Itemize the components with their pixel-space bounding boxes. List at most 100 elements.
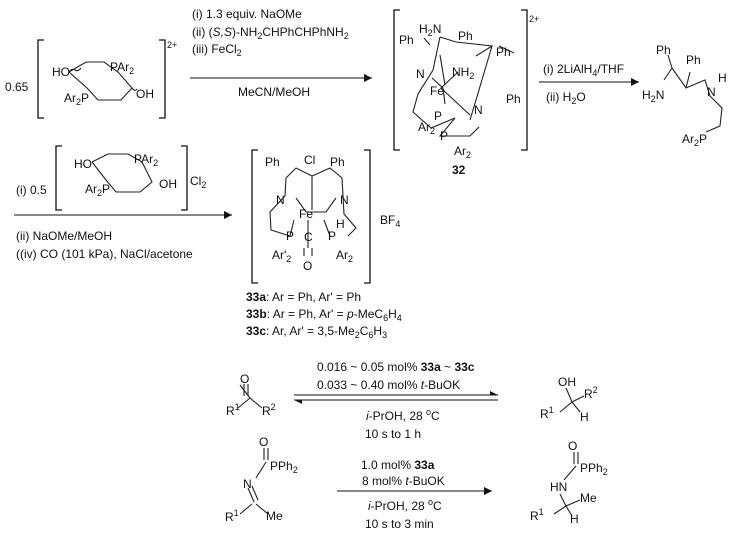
ho-group-2: HO — [74, 157, 92, 171]
alcohol-r1: R1 — [540, 405, 554, 421]
reduced-aminophosphine — [663, 54, 723, 133]
bracket-row2-left — [55, 145, 62, 211]
ar2p-group-2: Ar2P — [85, 182, 110, 198]
chloro-33: Cl — [304, 153, 315, 167]
diphosphine-diol-ring-2 — [91, 153, 153, 193]
condition-fecl2: (iii) FeCl2 — [192, 42, 242, 58]
complex-33-bonds — [269, 167, 357, 256]
par2-group-2: PAr2 — [134, 152, 158, 168]
phosphinamide-product — [553, 452, 581, 517]
h-amine: H — [718, 71, 727, 85]
diphosphine-diol-ring — [68, 61, 138, 101]
condition-time-2: 10 s to 3 min — [365, 517, 434, 531]
arrowhead-2 — [631, 78, 639, 86]
condition-naome: (i) 1.3 equiv. NaOMe — [192, 7, 302, 21]
right-bracket — [159, 39, 166, 119]
amide-pph2: PPh2 — [580, 461, 608, 477]
ar2p-amine: Ar2P — [682, 132, 707, 148]
carbonyl-o-33: O — [303, 259, 312, 273]
phenyl-amine-b: Ph — [686, 53, 701, 67]
ar2prime-33-a: Ar'2 — [272, 248, 291, 264]
condition-base-loading: 0.033 ~ 0.40 mol% t-BuOK — [317, 378, 460, 392]
complex-32-charge: 2+ — [529, 14, 539, 24]
arrowhead-5 — [484, 487, 492, 495]
imine-pph2: PPh2 — [270, 459, 298, 475]
bracket-33-left — [251, 149, 258, 284]
reverse-arrowhead-4 — [294, 400, 302, 404]
phenyl-33-b: Ph — [330, 155, 345, 169]
phosphorus-32-b: P — [440, 129, 448, 143]
label-33c: 33c: Ar, Ar' = 3,5-Me2C6H3 — [246, 324, 387, 340]
alcohol-product — [559, 387, 585, 413]
ar2-32-a: Ar2 — [418, 120, 435, 136]
compound-label-32: 32 — [452, 163, 466, 177]
counter-bf4: BF4 — [380, 213, 400, 229]
alcohol-r2: R2 — [584, 385, 598, 401]
condition-0-5: (i) 0.5 — [16, 183, 47, 197]
phenyl-32-c: Ph — [496, 45, 511, 59]
imine-n-32-b: N — [474, 103, 483, 117]
imine-n-32: N — [416, 67, 425, 81]
imine-o: O — [259, 435, 268, 449]
phosphorus-33-a: P — [286, 229, 294, 243]
ketone-oxygen: O — [240, 372, 249, 386]
condition-cat-loading: 0.016 ~ 0.05 mol% 33a ~ 33c — [317, 360, 475, 374]
condition-naome-meoh: (ii) NaOMe/MeOH — [16, 229, 112, 243]
complex-charge: 2+ — [167, 40, 177, 50]
imine-n-33: N — [276, 193, 285, 207]
bracket-32-right — [521, 9, 528, 151]
phenyl-32-a: Ph — [399, 33, 414, 47]
phosphinylimine-substrate — [239, 448, 269, 515]
phenyl-amine-a: Ph — [656, 43, 671, 57]
condition-solvent-temp-2: i-PrOH, 28 oC — [368, 497, 442, 513]
h-33: H — [336, 217, 345, 231]
bracket-32-left — [393, 9, 400, 151]
h2n-32-top: H2N — [419, 22, 441, 38]
phenyl-32-b: Ph — [458, 29, 473, 43]
imine-r1: R1 — [225, 508, 239, 524]
alcohol-h: H — [580, 410, 589, 424]
oh-group-2: OH — [159, 177, 177, 191]
condition-time: 10 s to 1 h — [365, 427, 421, 441]
ho-group: HO — [52, 65, 70, 79]
amine-n-33: N — [340, 193, 349, 207]
arrowhead-1 — [364, 74, 372, 82]
arrowhead-3 — [224, 211, 232, 219]
left-bracket — [37, 39, 44, 119]
ar2-33-b: Ar2 — [336, 248, 353, 264]
ketone-r1: R1 — [226, 402, 240, 418]
ketone-substrate — [237, 384, 263, 409]
phosphorus-33-b: P — [328, 229, 336, 243]
label-33a: 33a: Ar = Ph, Ar' = Ph — [246, 290, 361, 304]
alcohol-oh: OH — [558, 375, 576, 389]
condition-lialh4: (i) 2LiAlH4/THF — [543, 62, 624, 78]
counter-cl2: Cl2 — [190, 174, 206, 190]
condition-diamine: (ii) (S,S)-NH2CHPhCHPhNH2 — [192, 25, 349, 41]
complex-32-bonds — [412, 36, 515, 137]
phenyl-32-d: Ph — [506, 92, 521, 106]
amide-o: O — [568, 439, 577, 453]
phenyl-33-a: Ph — [265, 155, 280, 169]
amide-h: H — [570, 512, 579, 526]
condition-co-nacl: ((iv) CO (101 kPa), NaCl/acetone — [16, 247, 193, 261]
phosphorus-32-a: P — [434, 109, 442, 123]
solvent-mecn-meoh: MeCN/MeOH — [238, 85, 310, 99]
bracket-row2-right — [181, 145, 188, 211]
label-33b: 33b: Ar = Ph, Ar' = p-MeC6H4 — [246, 307, 402, 323]
h2n-amine: H2N — [642, 88, 664, 104]
par2-group-top: PAr2 — [110, 60, 134, 76]
ar2p-group: Ar2P — [64, 91, 89, 107]
amide-hn: HN — [550, 480, 567, 494]
amide-r1: R1 — [530, 507, 544, 523]
coefficient-065: 0.65 — [5, 80, 29, 94]
ketone-r2: R2 — [262, 402, 276, 418]
condition-tbuok-loading: 8 mol% t-BuOK — [362, 474, 445, 488]
iron-33: Fe — [299, 207, 313, 221]
condition-h2o: (ii) H2O — [546, 90, 586, 106]
imine-n: N — [243, 477, 252, 491]
amide-me: Me — [580, 491, 597, 505]
iron-32: Fe — [430, 84, 444, 98]
bracket-33-right — [364, 149, 371, 284]
carbonyl-c-33: C — [304, 230, 313, 244]
